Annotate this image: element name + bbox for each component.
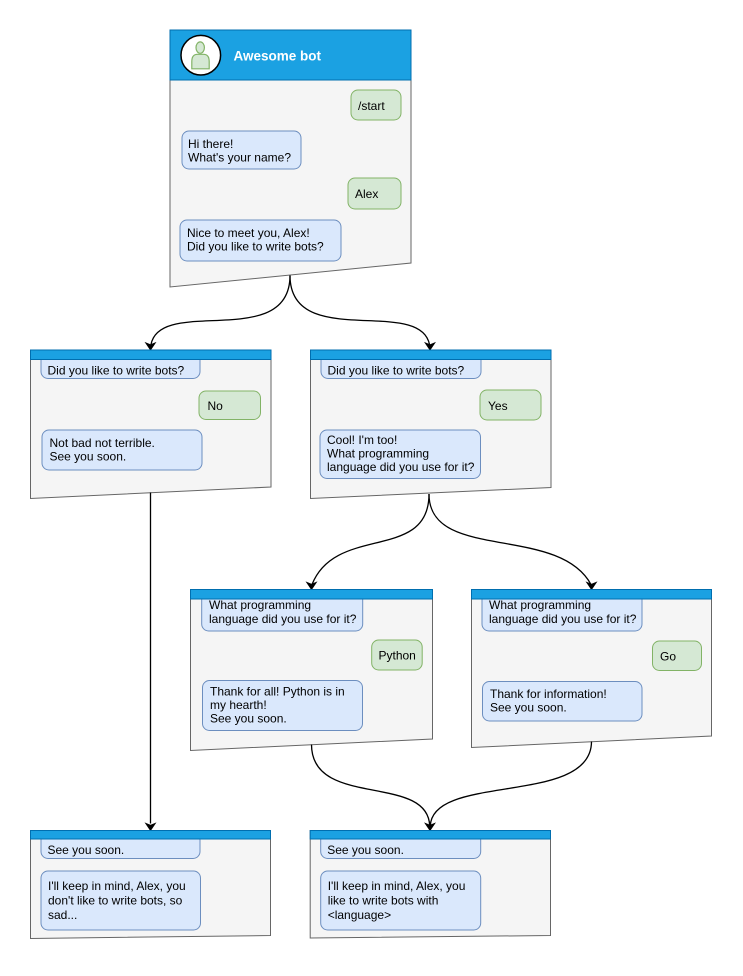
svg-text:No: No xyxy=(208,399,224,413)
svg-text:Hi there!: Hi there! xyxy=(188,137,233,151)
svg-text:Did you like to write bots?: Did you like to write bots? xyxy=(48,364,185,378)
svg-text:See you soon.: See you soon. xyxy=(490,701,567,715)
svg-text:sad...: sad... xyxy=(48,908,77,922)
svg-text:I'll keep in mind, Alex, you: I'll keep in mind, Alex, you xyxy=(48,879,186,893)
svg-text:What programming: What programming xyxy=(209,598,311,612)
svg-text:Nice to meet you, Alex!: Nice to meet you, Alex! xyxy=(187,226,310,240)
svg-text:Go: Go xyxy=(660,649,676,663)
svg-text:What's your name?: What's your name? xyxy=(188,151,291,165)
svg-text:See you soon.: See you soon. xyxy=(327,843,404,857)
svg-text:Yes: Yes xyxy=(488,399,508,413)
svg-text:I'll keep in mind, Alex, you: I'll keep in mind, Alex, you xyxy=(328,879,466,893)
svg-text:<language>: <language> xyxy=(328,908,391,922)
svg-text:See you soon.: See you soon. xyxy=(48,843,125,857)
svg-text:/start: /start xyxy=(358,99,385,113)
svg-text:don't like to write bots, so: don't like to write bots, so xyxy=(48,893,183,907)
svg-text:See you soon.: See you soon. xyxy=(50,450,127,464)
svg-text:language did you use for it?: language did you use for it? xyxy=(327,460,475,474)
svg-text:my hearth!: my hearth! xyxy=(210,698,267,712)
svg-text:Python: Python xyxy=(379,649,416,663)
svg-text:language did you use for it?: language did you use for it? xyxy=(209,612,357,626)
svg-text:Awesome bot: Awesome bot xyxy=(234,48,322,63)
svg-text:Thank for information!: Thank for information! xyxy=(490,687,607,701)
svg-text:What programming: What programming xyxy=(489,598,591,612)
svg-text:See you soon.: See you soon. xyxy=(210,712,287,726)
svg-text:Did you like to write bots?: Did you like to write bots? xyxy=(187,239,324,253)
svg-text:Cool! I'm too!: Cool! I'm too! xyxy=(327,433,397,447)
svg-text:Thank for all! Python is in: Thank for all! Python is in xyxy=(210,685,345,699)
svg-text:like to write bots with: like to write bots with xyxy=(328,893,439,907)
svg-text:Alex: Alex xyxy=(355,187,378,201)
svg-text:Not bad not terrible.: Not bad not terrible. xyxy=(50,436,155,450)
svg-text:Did you like to write bots?: Did you like to write bots? xyxy=(328,364,465,378)
svg-text:language did you use for it?: language did you use for it? xyxy=(489,612,637,626)
svg-text:What programming: What programming xyxy=(327,447,429,461)
